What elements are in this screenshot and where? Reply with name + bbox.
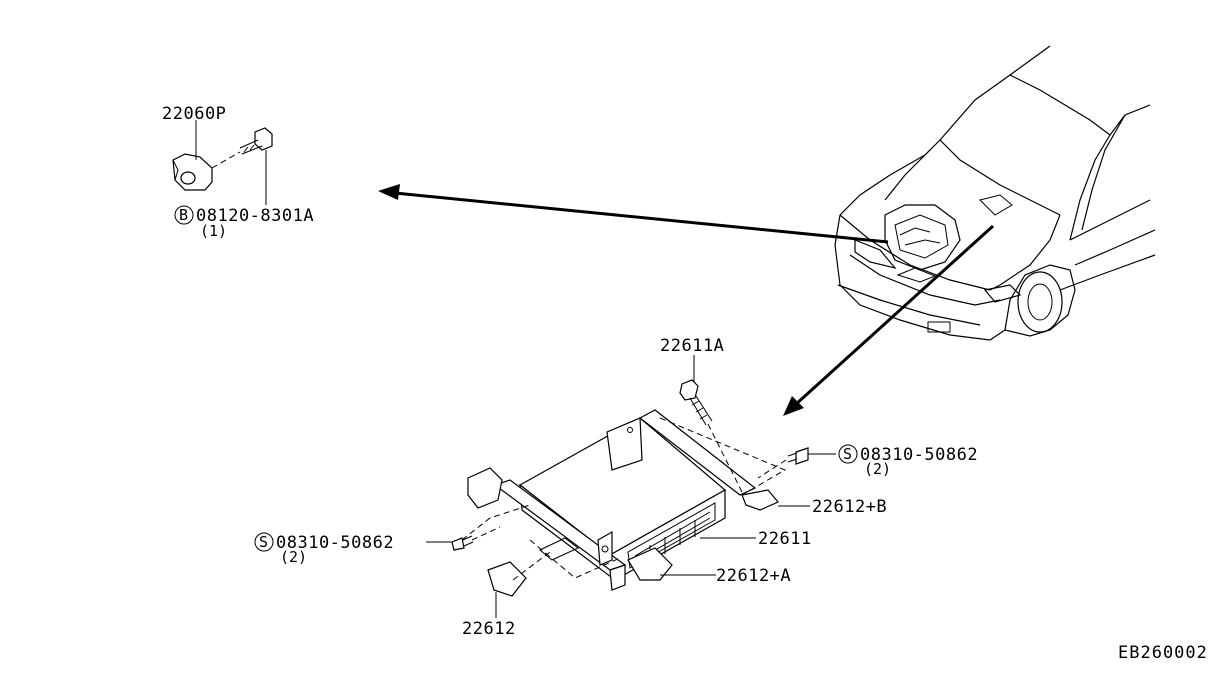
label-screw-right-qty: (2)	[864, 460, 891, 478]
diagram-code: EB260002	[1118, 643, 1208, 663]
label-bolt-prefix: B	[179, 206, 188, 224]
label-22612: 22612	[462, 619, 516, 639]
ecu-assembly	[426, 355, 836, 618]
b-circle-icon	[174, 205, 194, 225]
label-08310-50862-right: 08310-50862	[860, 445, 978, 465]
label-screw-left-qty: (2)	[280, 548, 307, 566]
label-22060p: 22060P	[162, 104, 226, 124]
label-bolt-qty: (1)	[200, 222, 227, 240]
label-08120-8301a: 08120-8301A	[196, 206, 314, 226]
label-screw-right-prefix: S	[843, 445, 852, 463]
label-22612b: 22612+B	[812, 497, 887, 517]
leader-arrows	[378, 184, 995, 416]
car-illustration	[834, 45, 1156, 341]
s-circle-icon	[838, 444, 858, 464]
sensor-assembly	[172, 120, 273, 205]
labels: 22060P B 08120-8301A (1) 22611A S 08310-…	[162, 104, 1208, 663]
label-screw-left-prefix: S	[259, 533, 268, 551]
label-22611a: 22611A	[660, 336, 724, 356]
label-22611: 22611	[758, 529, 812, 549]
label-08310-50862-left: 08310-50862	[276, 533, 394, 553]
s-circle-icon	[254, 532, 274, 552]
label-22612a: 22612+A	[716, 566, 791, 586]
